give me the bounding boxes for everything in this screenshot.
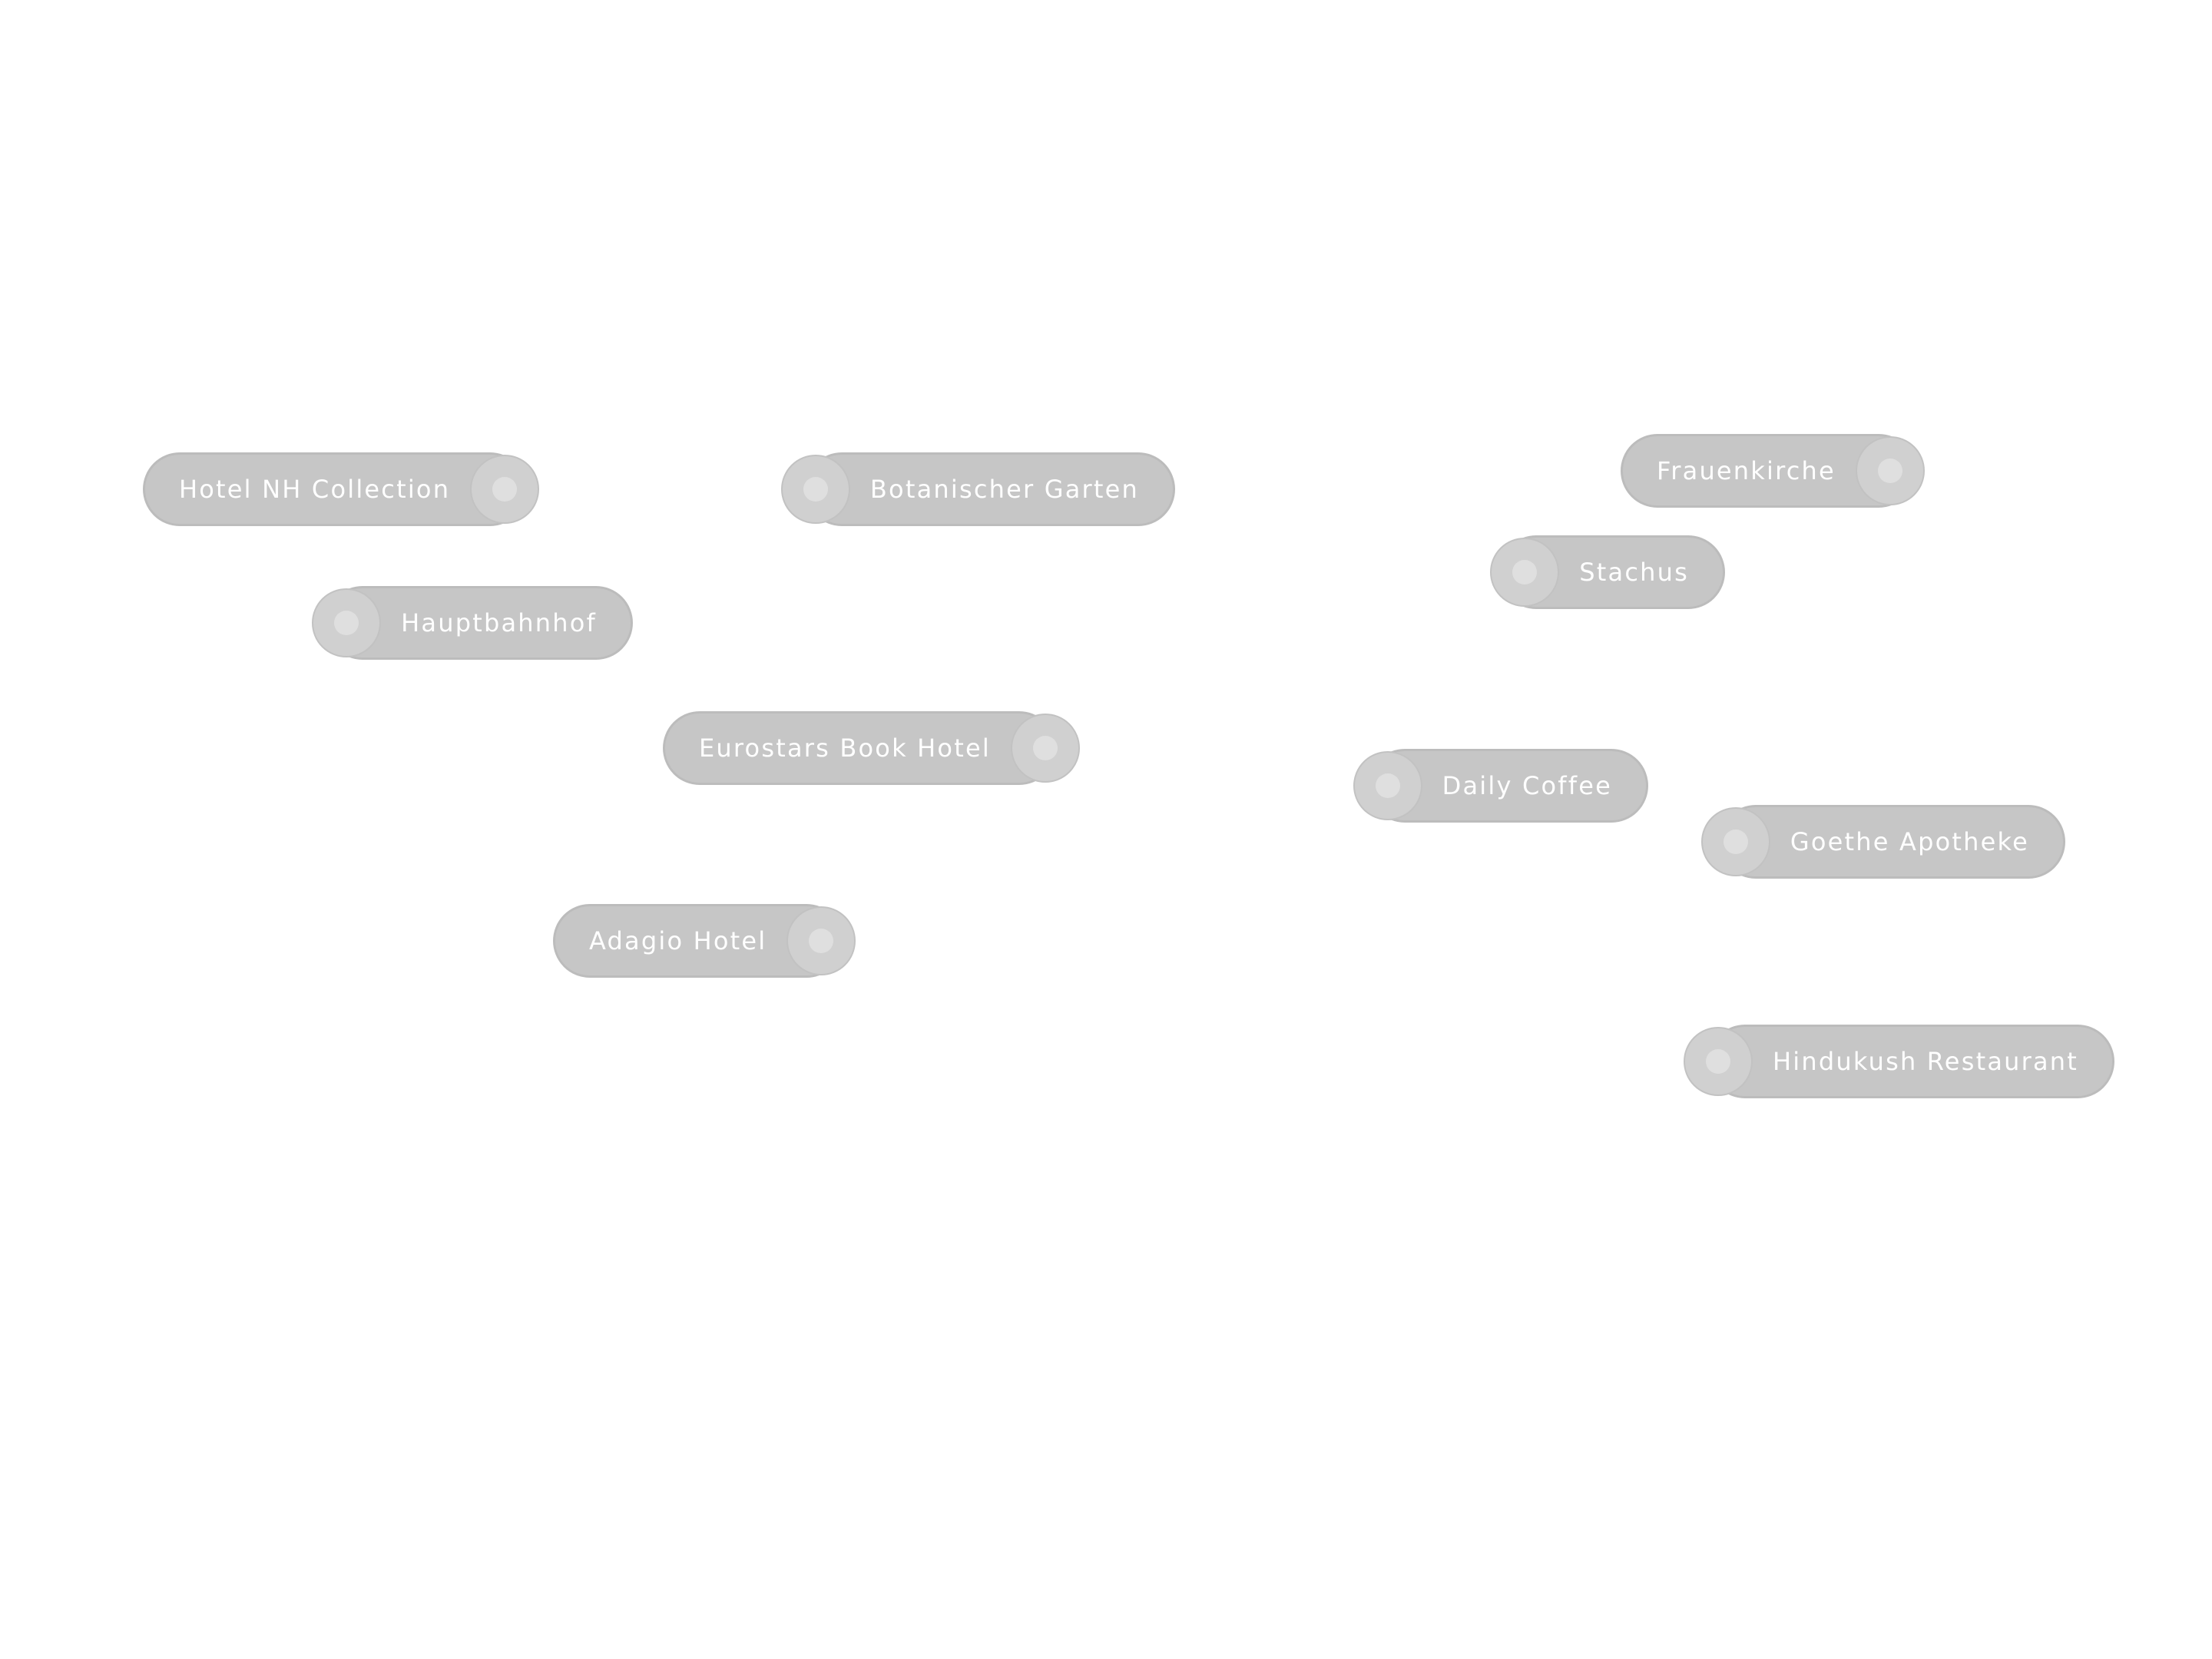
marker-label: Stachus [1579, 558, 1689, 587]
marker-label: Eurostars Book Hotel [699, 733, 991, 763]
map-marker-goethe-apotheke[interactable]: Goethe Apotheke [1700, 805, 2065, 879]
marker-pin-icon [786, 906, 856, 975]
marker-pin-icon [1353, 751, 1422, 820]
marker-label: Goethe Apotheke [1790, 827, 2029, 856]
marker-label: Daily Coffee [1442, 771, 1612, 800]
marker-label: Adagio Hotel [589, 926, 767, 955]
marker-label: Frauenkirche [1657, 456, 1836, 485]
map-marker-stachus[interactable]: Stachus [1490, 535, 1725, 609]
map-marker-botanischer-garten[interactable]: Botanischer Garten [780, 452, 1175, 526]
marker-label: Hauptbahnhof [401, 608, 597, 637]
marker-pin-icon [1684, 1027, 1753, 1096]
map-marker-eurostars-book-hotel[interactable]: Eurostars Book Hotel [663, 711, 1080, 785]
marker-pin-icon [312, 588, 382, 657]
marker-label: Botanischer Garten [869, 475, 1139, 504]
map-marker-hindukush-restaurant[interactable]: Hindukush Restaurant [1684, 1025, 2114, 1098]
map-marker-daily-coffee[interactable]: Daily Coffee [1353, 749, 1648, 823]
marker-label: Hotel NH Collection [179, 475, 451, 504]
marker-pin-icon [1010, 714, 1080, 783]
marker-pin-icon [470, 455, 540, 524]
marker-pin-icon [1700, 807, 1770, 876]
marker-pin-icon [1490, 538, 1560, 607]
marker-label: Hindukush Restaurant [1773, 1047, 2078, 1076]
map-marker-hauptbahnhof[interactable]: Hauptbahnhof [312, 586, 633, 660]
map-marker-frauenkirche[interactable]: Frauenkirche [1621, 434, 1925, 508]
marker-pin-icon [1855, 436, 1925, 505]
map-marker-hotel-nh-collection[interactable]: Hotel NH Collection [143, 452, 540, 526]
map-marker-adagio-hotel[interactable]: Adagio Hotel [553, 904, 856, 978]
marker-pin-icon [780, 455, 850, 524]
